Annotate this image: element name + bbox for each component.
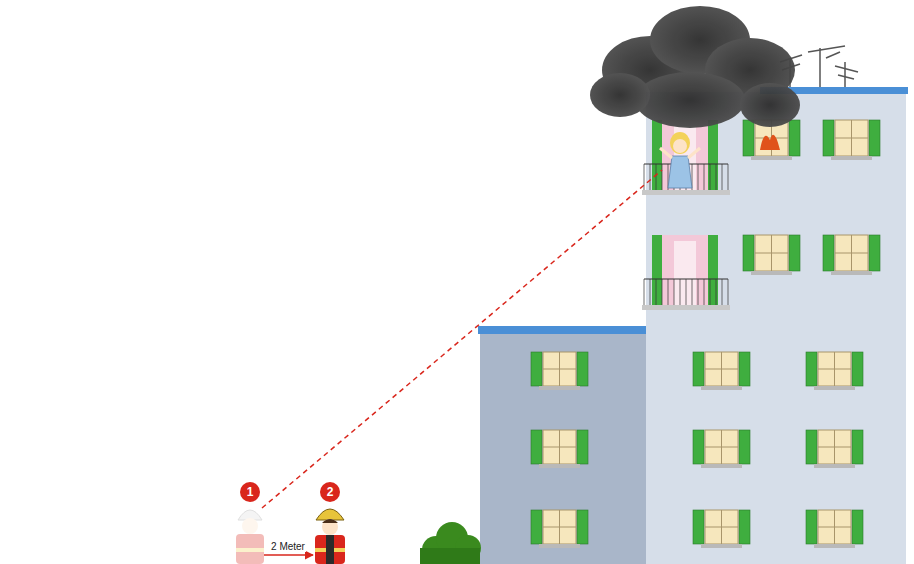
callout-number: 2 — [327, 486, 334, 498]
window — [743, 235, 800, 275]
window — [531, 430, 588, 468]
lower-building — [480, 332, 646, 564]
dimension-arrow — [264, 554, 313, 556]
window — [823, 235, 880, 275]
window — [806, 430, 863, 468]
balcony — [642, 235, 730, 310]
firefighter — [315, 509, 345, 564]
window — [823, 120, 880, 160]
balcony — [642, 120, 730, 195]
dimension-label: 2 Meter — [270, 542, 306, 552]
window — [693, 510, 750, 548]
firefighter — [236, 510, 264, 564]
callout-circle — [320, 482, 340, 502]
smoke — [590, 6, 800, 128]
roof — [478, 326, 648, 334]
line-of-sight — [262, 170, 662, 508]
window — [806, 510, 863, 548]
tall-building — [646, 92, 906, 564]
window — [806, 352, 863, 390]
window — [531, 352, 588, 390]
callout-number: 1 — [247, 486, 254, 498]
window — [693, 352, 750, 390]
bush — [420, 522, 481, 564]
window — [693, 430, 750, 468]
fire — [760, 135, 780, 150]
callout-circle — [240, 482, 260, 502]
window — [531, 510, 588, 548]
woman — [660, 132, 700, 188]
